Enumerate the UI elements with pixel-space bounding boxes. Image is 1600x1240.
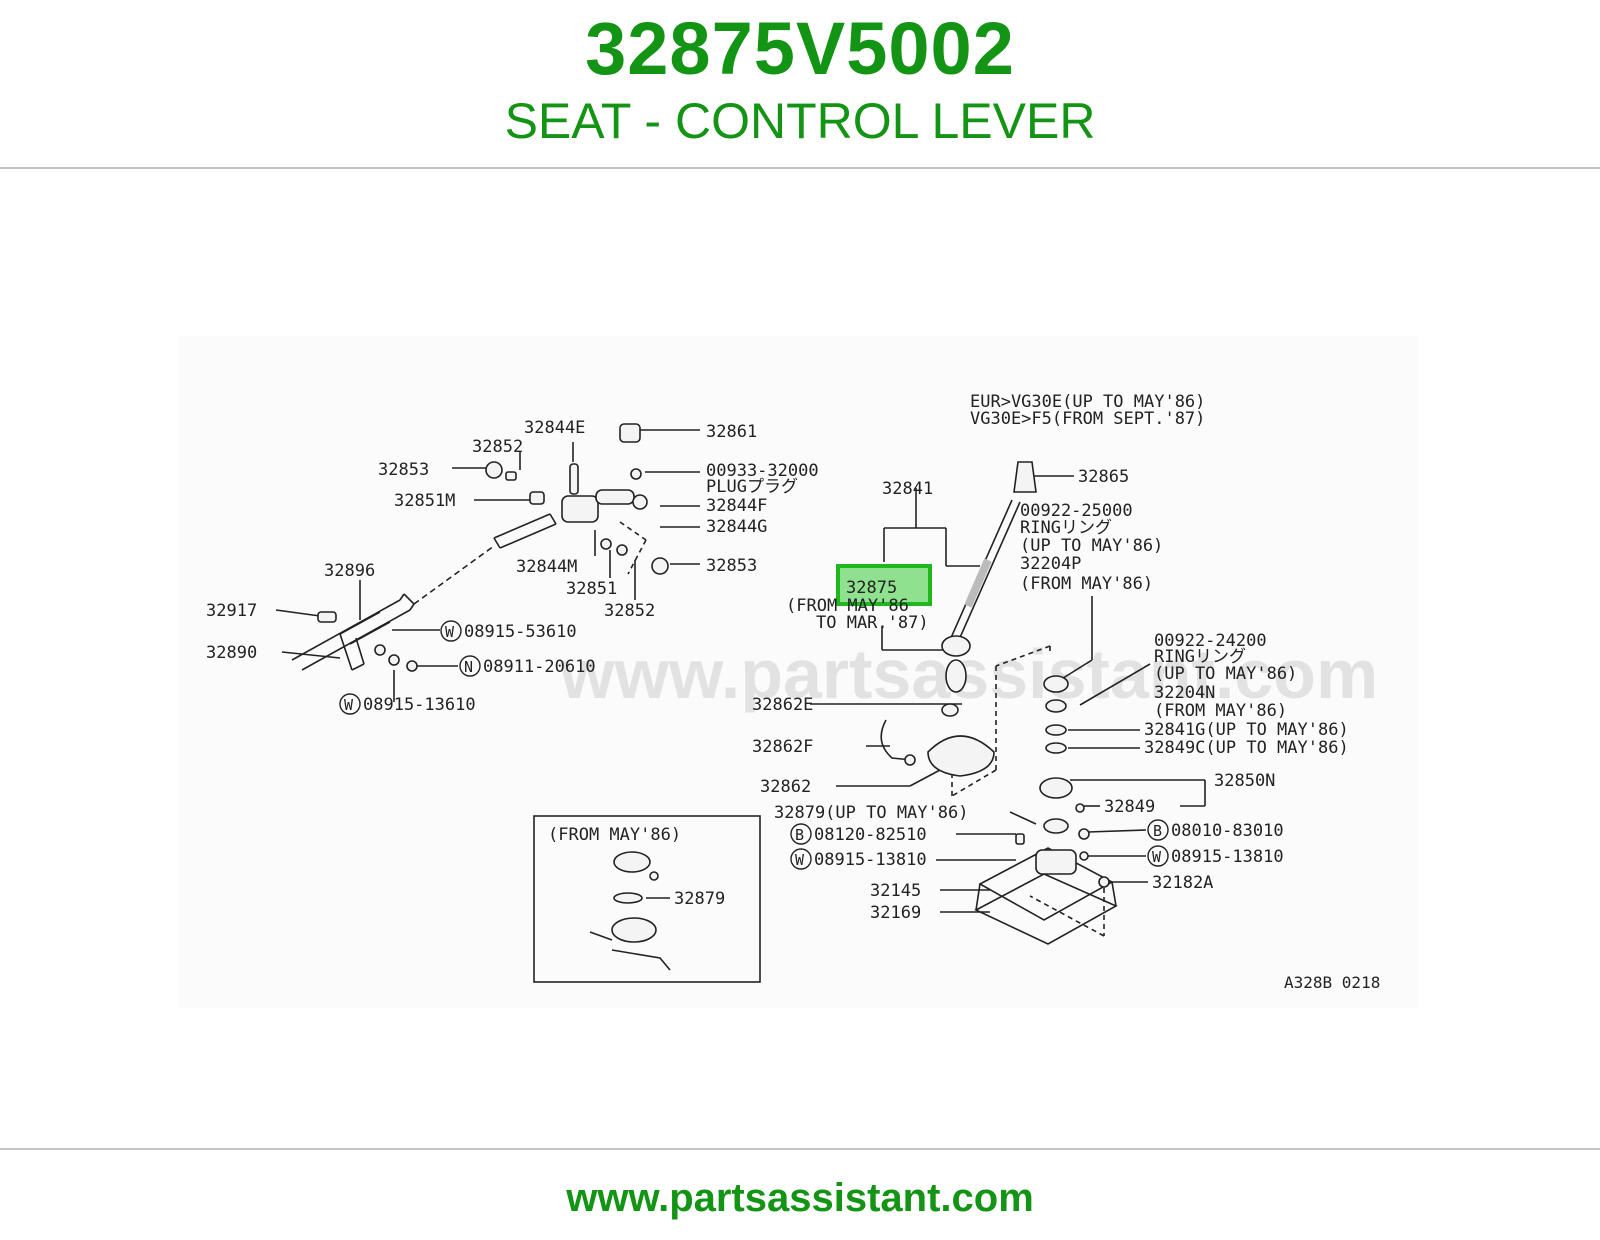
- callout-ring-2: RINGリング: [1154, 647, 1246, 667]
- callout-32853-right[interactable]: 32853: [706, 556, 757, 576]
- callout-plug: PLUGプラグ: [706, 477, 798, 497]
- w-mark-53610: W: [445, 623, 455, 641]
- w-mark-13810b: W: [1152, 848, 1162, 866]
- part-number-title: 32875V5002: [585, 7, 1015, 90]
- highlight-note-line1: (FROM MAY'86: [786, 596, 909, 616]
- callout-32853-left[interactable]: 32853: [378, 460, 429, 480]
- inset-title: (FROM MAY'86): [548, 825, 681, 845]
- callout-32844F[interactable]: 32844F: [706, 496, 767, 516]
- callout-00933-32000[interactable]: 00933-32000: [706, 461, 819, 481]
- callout-32917[interactable]: 32917: [206, 601, 257, 621]
- b-mark-83010: B: [1153, 822, 1162, 840]
- callout-08915-13810-left[interactable]: 08915-13810: [814, 850, 927, 870]
- callout-32879[interactable]: 32879(UP TO MAY'86): [774, 803, 968, 823]
- header-divider: [0, 167, 1600, 169]
- w-mark-13810a: W: [795, 851, 805, 869]
- highlighted-part-label[interactable]: 32875: [846, 578, 897, 598]
- callout-08120-82510[interactable]: 08120-82510: [814, 825, 927, 845]
- footer-url[interactable]: www.partsassistant.com: [566, 1176, 1034, 1220]
- n-mark-20610: N: [464, 658, 473, 676]
- diagram-background: [178, 336, 1418, 1008]
- callout-08915-53610[interactable]: 08915-53610: [464, 622, 577, 642]
- callout-32852-bottom[interactable]: 32852: [604, 601, 655, 621]
- callout-32849[interactable]: 32849: [1104, 797, 1155, 817]
- callout-32851M[interactable]: 32851M: [394, 491, 455, 511]
- inset-parts: [589, 851, 671, 971]
- callout-labels: 32844E 32861 32852 32853 00933-32000 PLU…: [206, 418, 1380, 992]
- footer-divider: [0, 1148, 1600, 1150]
- callout-32204N[interactable]: 32204N: [1154, 683, 1215, 703]
- callout-32169[interactable]: 32169: [870, 903, 921, 923]
- highlight-note-line2: TO MAR.'87): [816, 613, 929, 633]
- circle-marks: [339, 620, 1169, 870]
- callout-32841[interactable]: 32841: [882, 479, 933, 499]
- callout-32844E[interactable]: 32844E: [524, 418, 585, 438]
- diagram-reference: A328B 0218: [1284, 973, 1380, 992]
- callout-32862F[interactable]: 32862F: [752, 737, 813, 757]
- note-top-line2: VG30E>F5(FROM SEPT.'87): [970, 409, 1205, 429]
- callout-from-1: (FROM MAY'86): [1020, 574, 1153, 594]
- highlighted-part-box[interactable]: [836, 564, 932, 606]
- callout-32145[interactable]: 32145: [870, 881, 921, 901]
- w-mark-13610: W: [344, 696, 354, 714]
- callout-32865[interactable]: 32865: [1078, 467, 1129, 487]
- callout-ring-1: RINGリング: [1020, 518, 1112, 538]
- callout-32844G[interactable]: 32844G: [706, 517, 767, 537]
- callout-32182A[interactable]: 32182A: [1152, 873, 1213, 893]
- callout-32844M[interactable]: 32844M: [516, 557, 577, 577]
- callout-from-2: (FROM MAY'86): [1154, 701, 1287, 721]
- callout-32851[interactable]: 32851: [566, 579, 617, 599]
- b-mark-82510: B: [795, 826, 804, 844]
- callout-32862E[interactable]: 32862E: [752, 695, 813, 715]
- callout-32862[interactable]: 32862: [760, 777, 811, 797]
- callout-08010-83010[interactable]: 08010-83010: [1171, 821, 1284, 841]
- parts-diagram: www.partsassistant.com: [178, 336, 1418, 1008]
- part-description: SEAT - CONTROL LEVER: [504, 93, 1096, 149]
- inset-callout-32879[interactable]: 32879: [674, 889, 725, 909]
- callout-32841G[interactable]: 32841G(UP TO MAY'86): [1144, 720, 1349, 740]
- note-top-line1: EUR>VG30E(UP TO MAY'86): [970, 392, 1205, 412]
- callout-32896[interactable]: 32896: [324, 561, 375, 581]
- callout-32852-top[interactable]: 32852: [472, 437, 523, 457]
- callout-32849C[interactable]: 32849C(UP TO MAY'86): [1144, 738, 1349, 758]
- callout-00922-25000[interactable]: 00922-25000: [1020, 501, 1133, 521]
- callout-32890[interactable]: 32890: [206, 643, 257, 663]
- inset-box: [533, 815, 761, 983]
- callout-upto-1: (UP TO MAY'86): [1020, 536, 1163, 556]
- part-shapes: [317, 423, 1110, 888]
- callout-32861[interactable]: 32861: [706, 422, 757, 442]
- callout-32850N[interactable]: 32850N: [1214, 771, 1275, 791]
- callout-32204P[interactable]: 32204P: [1020, 554, 1081, 574]
- callout-08915-13810-right[interactable]: 08915-13810: [1171, 847, 1284, 867]
- page-header: 32875V5002 SEAT - CONTROL LEVER: [0, 0, 1600, 168]
- callout-upto-2: (UP TO MAY'86): [1154, 664, 1297, 684]
- leader-lines: [275, 429, 1206, 945]
- callout-00922-24200[interactable]: 00922-24200: [1154, 631, 1267, 651]
- callout-08911-20610[interactable]: 08911-20610: [483, 657, 596, 677]
- callout-08915-13610[interactable]: 08915-13610: [363, 695, 476, 715]
